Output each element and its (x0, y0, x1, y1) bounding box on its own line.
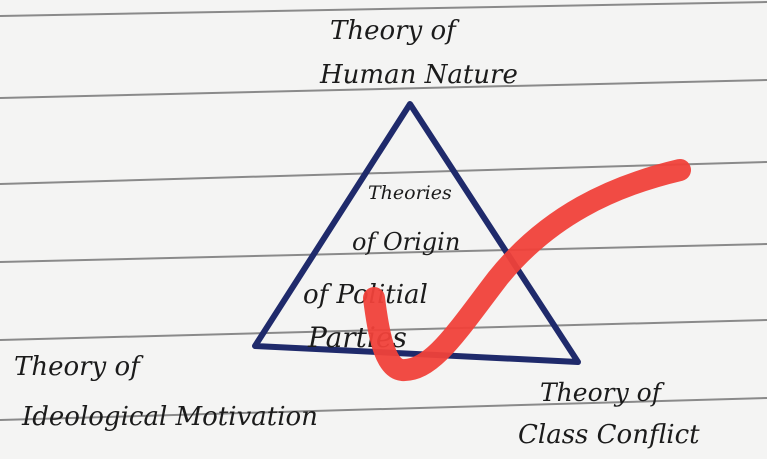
left-label-line1: Theory of (14, 352, 140, 382)
triangle-outline (252, 101, 581, 365)
center-line2: of Origin (352, 228, 461, 256)
left-label-line2: Ideological Motivation (22, 402, 318, 432)
right-label-line1: Theory of (540, 378, 661, 407)
apex-label-line2: Human Nature (320, 60, 518, 90)
right-label-line2: Class Conflict (518, 420, 700, 450)
center-line1: Theories (368, 182, 452, 204)
apex-label-line1: Theory of (330, 16, 456, 46)
